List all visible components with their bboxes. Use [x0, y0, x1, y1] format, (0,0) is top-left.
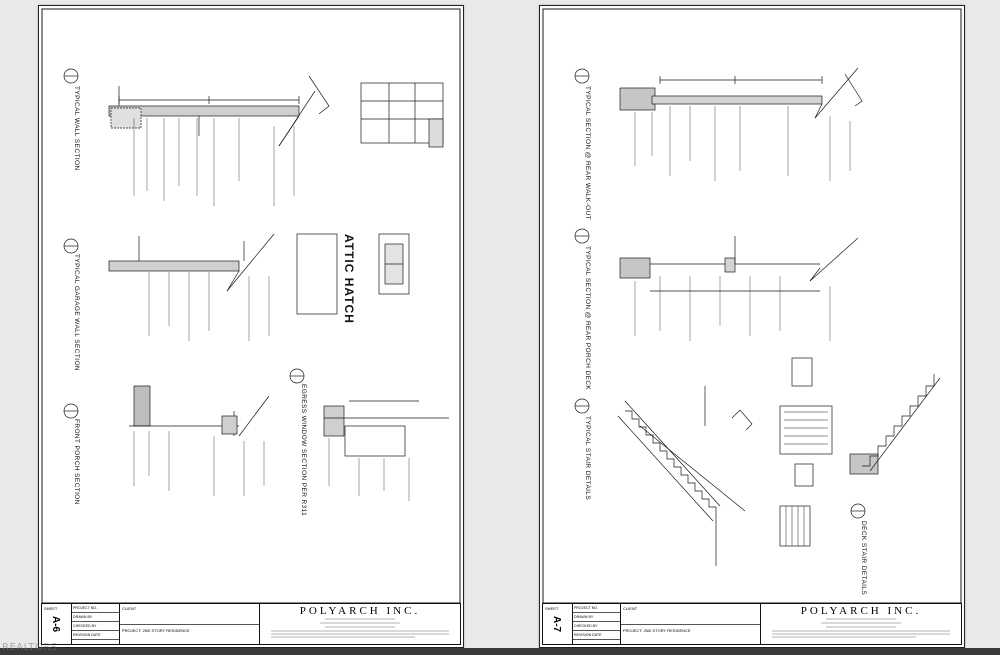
- attic-hatch-title: ATTIC HATCH: [342, 234, 356, 324]
- firm-name: POLYARCH INC.: [299, 605, 421, 617]
- section-title-egress-window: EGRESS WINDOW SECTION PER R311: [300, 384, 307, 517]
- client-info: CLIENT PROJECT: 2ND STORY RESIDENCE: [621, 604, 761, 644]
- sheet-a7-drawing: [542, 8, 962, 604]
- section-title-deck-stair: DECK STAIR DETAILS: [860, 521, 867, 596]
- section-title-front-porch: FRONT PORCH SECTION: [73, 419, 80, 505]
- firm-name: POLYARCH INC.: [800, 605, 922, 617]
- client-info: CLIENT PROJECT: 2ND STORY RESIDENCE: [120, 604, 260, 644]
- info-row: PROJECT NO.: [72, 604, 119, 613]
- info-row: CHECKED BY: [72, 622, 119, 631]
- sheet-label: SHEET: [44, 606, 58, 611]
- project-label: PROJECT: 2ND STORY RESIDENCE: [122, 628, 190, 633]
- footer-bar: [0, 648, 1000, 655]
- drawing-sheet-a6: TYPICAL WALL SECTION TYPICAL GARAGE WALL…: [38, 5, 464, 648]
- section-title-rear-porch-deck: TYPICAL SECTION @ REAR PORCH DECK: [584, 246, 591, 391]
- info-row: CHECKED BY: [573, 622, 620, 631]
- info-row: PROJECT NO.: [573, 604, 620, 613]
- drawing-sheet-a7: TYPICAL SECTION @ REAR WALK-OUT TYPICAL …: [539, 5, 965, 648]
- watermark-logo: REALTORS: [2, 642, 58, 653]
- firm-info: POLYARCH INC.: [260, 604, 460, 644]
- title-block: SHEET A-7 PROJECT NO. DRAWN BY CHECKED B…: [542, 603, 962, 645]
- project-info: PROJECT NO. DRAWN BY CHECKED BY REVISION…: [573, 604, 621, 644]
- client-label: CLIENT: [122, 606, 137, 611]
- firm-fine-print: [772, 618, 950, 638]
- info-row: DRAWN BY: [72, 613, 119, 622]
- sheet-number-cell: SHEET A-7: [543, 604, 573, 644]
- project-info: PROJECT NO. DRAWN BY CHECKED BY REVISION…: [72, 604, 120, 644]
- sheet-number: A-7: [551, 616, 562, 633]
- client-label: CLIENT: [623, 606, 638, 611]
- sheet-label: SHEET: [545, 606, 559, 611]
- sheet-number-cell: SHEET A-6: [42, 604, 72, 644]
- info-row: DRAWN BY: [573, 613, 620, 622]
- section-title-stair-details: TYPICAL STAIR DETAILS: [584, 416, 591, 501]
- sheet-a6-drawing: [41, 8, 461, 604]
- info-row: REVISION DATE: [72, 631, 119, 640]
- info-row: REVISION DATE: [573, 631, 620, 640]
- project-label: PROJECT: 2ND STORY RESIDENCE: [623, 628, 691, 633]
- section-title-rear-walkout: TYPICAL SECTION @ REAR WALK-OUT: [584, 86, 591, 221]
- section-title-garage-wall: TYPICAL GARAGE WALL SECTION: [73, 254, 80, 371]
- title-block: SHEET A-6 PROJECT NO. DRAWN BY CHECKED B…: [41, 603, 461, 645]
- firm-fine-print: [271, 618, 449, 638]
- firm-info: POLYARCH INC.: [761, 604, 961, 644]
- section-title-typical-wall: TYPICAL WALL SECTION: [73, 86, 80, 171]
- sheet-number: A-6: [50, 616, 61, 633]
